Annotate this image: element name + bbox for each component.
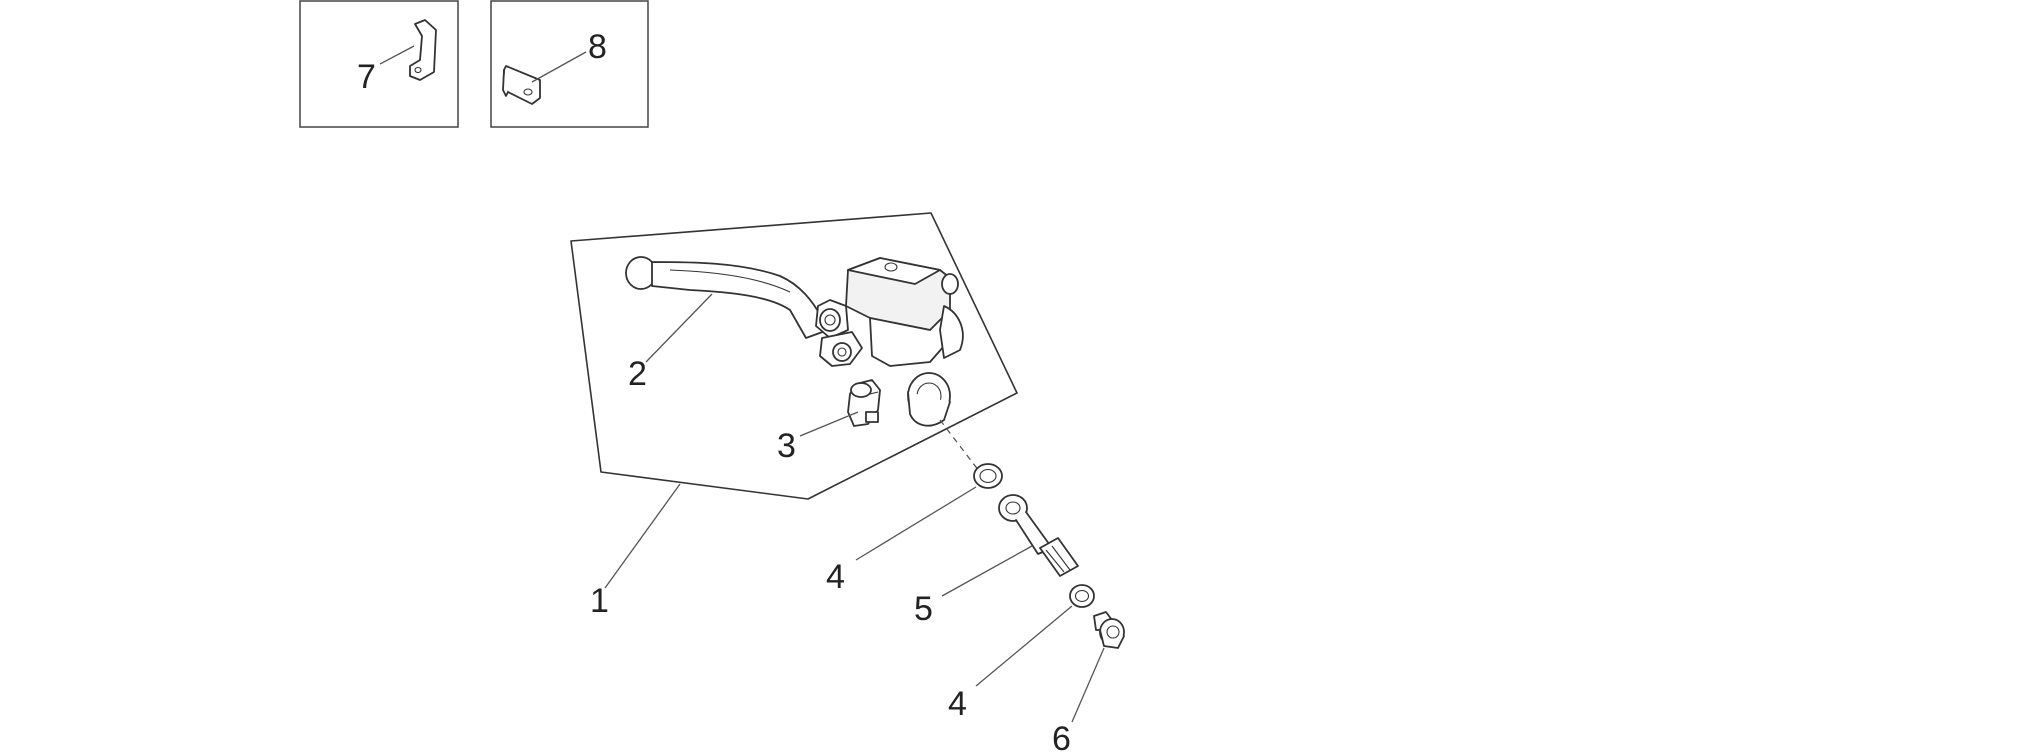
inset-frame-8 (490, 0, 649, 128)
master-cylinder-body (815, 257, 964, 367)
inset-box-part-8: 8 (490, 0, 649, 128)
leader-7 (379, 45, 415, 65)
leader-8 (531, 51, 587, 83)
washer-lower (1069, 584, 1095, 608)
callout-5: 5 (914, 590, 933, 628)
callout-4b: 4 (948, 685, 967, 723)
leader-2 (645, 293, 713, 363)
lever-switch (847, 379, 881, 427)
leader-1 (604, 483, 681, 589)
banjo-bolt (1093, 611, 1125, 649)
inset-box-part-7: 7 (299, 0, 459, 128)
leader-3 (799, 411, 859, 437)
callout-8: 8 (588, 28, 607, 66)
callout-3: 3 (777, 427, 796, 465)
callout-6: 6 (1052, 720, 1071, 754)
clutch-lever (625, 256, 829, 339)
inset-frame-7 (299, 0, 459, 128)
assembly-outline (570, 212, 1018, 500)
bracket-7-drawing (409, 19, 437, 81)
leader-4a (855, 486, 977, 561)
banjo-fitting (998, 494, 1079, 577)
callout-2: 2 (628, 355, 647, 393)
bracket-8-drawing (502, 65, 541, 105)
outlet-port (907, 372, 951, 427)
callout-1: 1 (590, 582, 609, 620)
leader-4b (975, 605, 1073, 687)
leader-5 (941, 545, 1033, 597)
callout-7: 7 (357, 58, 376, 96)
washer-upper (973, 463, 1003, 489)
callout-4a: 4 (826, 558, 845, 596)
leader-6 (1071, 647, 1105, 723)
